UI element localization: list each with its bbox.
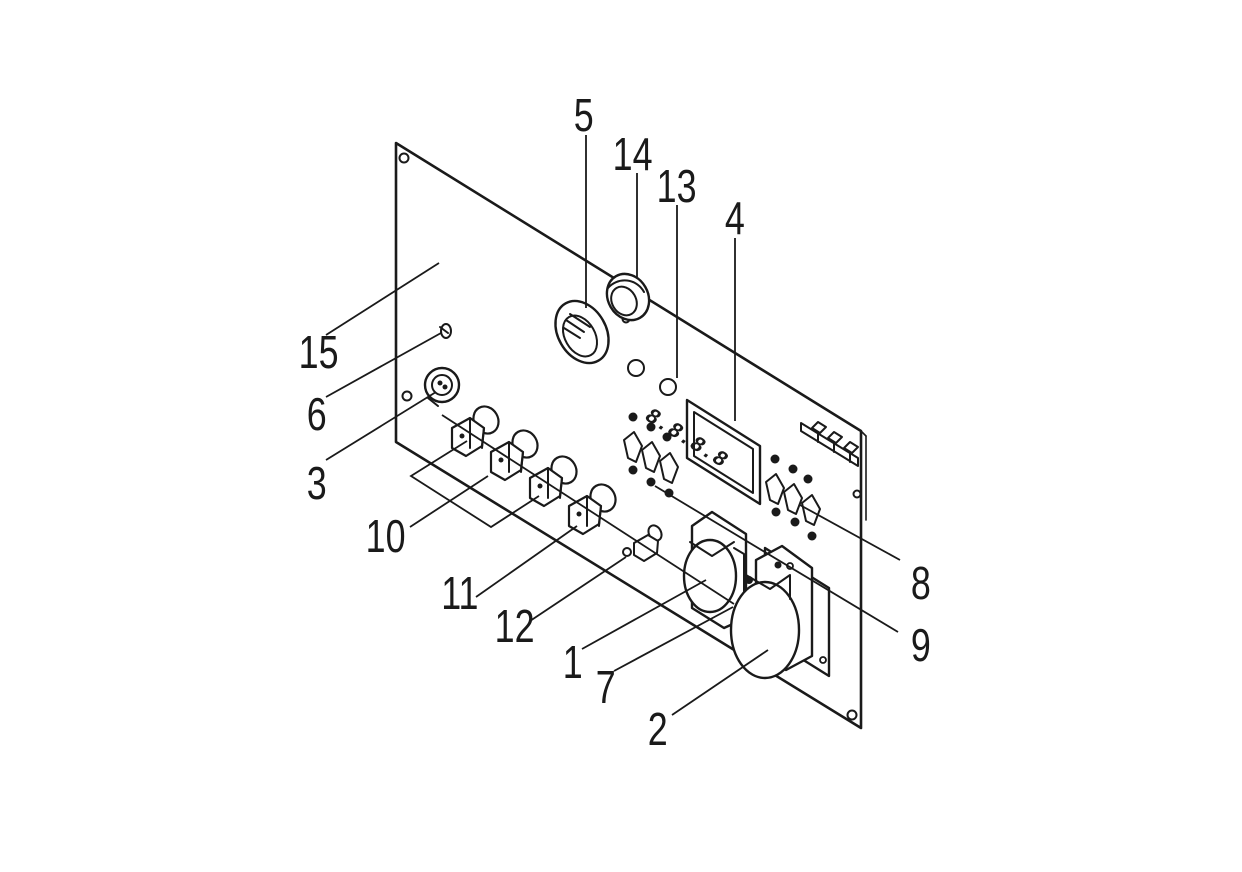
terminal-block: [800, 421, 859, 467]
breaker-cap: [605, 272, 651, 322]
ground-peg: [439, 323, 452, 339]
callout-6: 6: [307, 389, 327, 440]
toggle-switch-group-right: [765, 454, 821, 541]
mounting-hole-bottom-left: [401, 390, 413, 402]
callout-11: 11: [441, 568, 478, 619]
callout-12: 12: [495, 601, 535, 652]
callout-13: 13: [657, 161, 697, 212]
mounting-hole-top-left: [398, 152, 410, 164]
round-connector: [423, 366, 461, 407]
callout-7: 7: [596, 662, 616, 713]
socket-small: [682, 510, 753, 630]
socket-large: [729, 544, 831, 680]
callout-10: 10: [366, 511, 406, 562]
callout-leader-lines: [325, 135, 901, 716]
indicator-lamp-2: [659, 378, 677, 396]
callout-1: 1: [563, 637, 583, 688]
callout-4: 4: [725, 193, 745, 244]
small-terminal: [622, 524, 663, 562]
callout-labels: 15 6 3 10 11 12 1 7 2 9 8 5 14 13 4: [299, 90, 931, 755]
callout-8: 8: [911, 558, 931, 609]
callout-2: 2: [648, 704, 668, 755]
toggle-switch-group-left: [623, 412, 679, 498]
callout-15: 15: [299, 327, 339, 378]
callout-3: 3: [307, 458, 327, 509]
callout-14: 14: [613, 129, 653, 180]
callout-5: 5: [574, 90, 594, 141]
fuse-holder-4: [567, 483, 617, 536]
rotary-knob: [554, 299, 610, 365]
mounting-hole-bottom-right: [846, 709, 858, 721]
indicator-lamp-1: [627, 359, 645, 377]
mounting-hole-right: [852, 489, 862, 499]
callout-9: 9: [911, 620, 931, 671]
